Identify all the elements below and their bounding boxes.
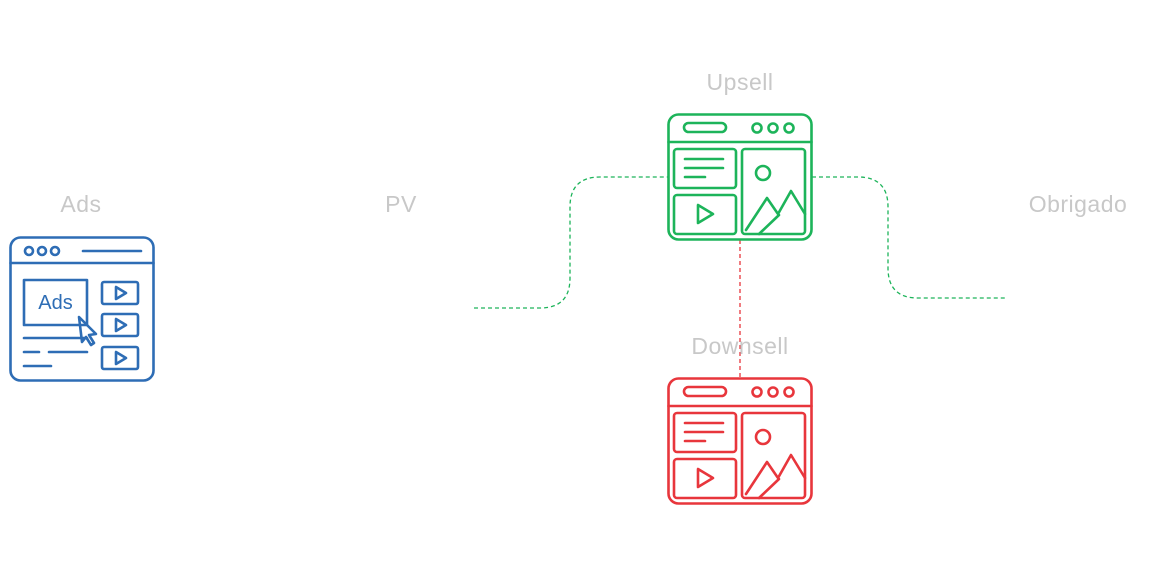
ads-icon-text: Ads bbox=[38, 292, 72, 314]
node-label-ads: Ads bbox=[60, 191, 102, 217]
ads-browser-icon: Ads bbox=[9, 236, 155, 382]
upsell-browser-window-icon bbox=[667, 113, 813, 241]
node-label-downsell: Downsell bbox=[691, 333, 789, 359]
node-label-obrigado: Obrigado bbox=[1028, 191, 1128, 217]
node-label-pv: PV bbox=[385, 191, 417, 217]
downsell-browser-window-icon bbox=[667, 377, 813, 505]
node-label-upsell: Upsell bbox=[706, 69, 774, 95]
edge-pv-to-upsell bbox=[474, 176, 668, 309]
edge-upsell-to-obrigado bbox=[812, 176, 1005, 299]
